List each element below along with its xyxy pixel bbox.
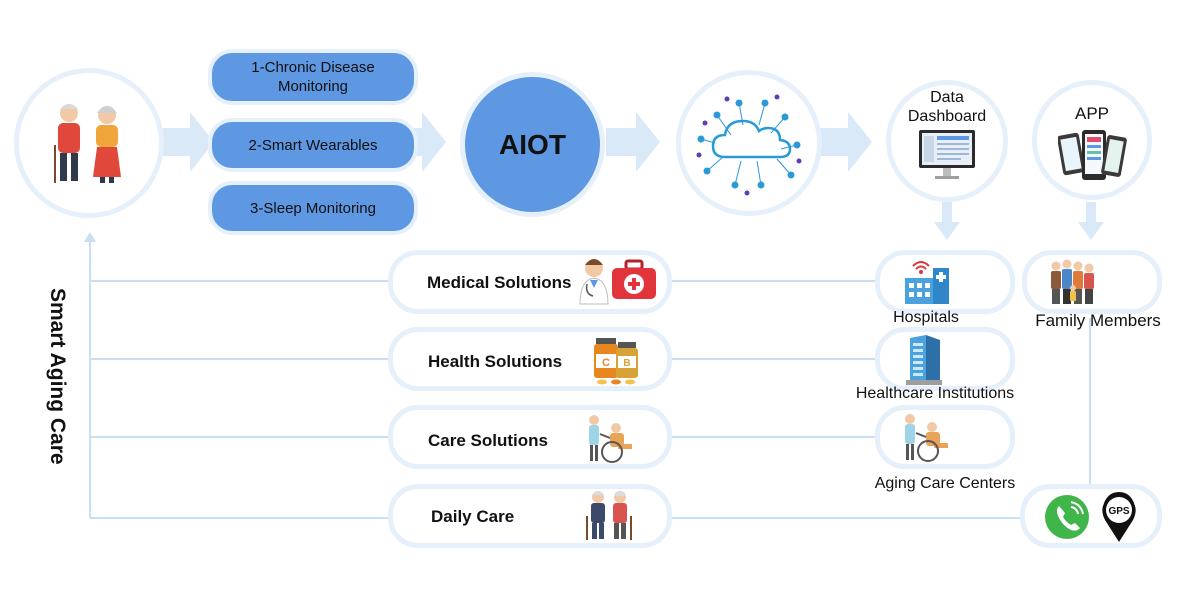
health-solutions-label: Health Solutions	[428, 352, 563, 371]
aging-care-centers-label: Aging Care Centers	[874, 475, 1016, 492]
healthcare-institutions-pill	[875, 327, 1015, 391]
smart-aging-care-title: Smart Aging Care	[46, 287, 69, 465]
data-dashboard-label: Data Dashboard	[907, 89, 987, 125]
vitamin-b-letter: B	[623, 358, 630, 369]
cloud-network-icon	[696, 94, 802, 196]
cloud-circle	[676, 70, 822, 216]
vitamin-c-letter: C	[602, 357, 610, 369]
arrow-elderly-to-monitoring	[160, 112, 214, 172]
phone-call-icon	[1045, 495, 1089, 539]
aiot-circle: AIOT	[460, 72, 605, 217]
family-members-label: Family Members	[1035, 311, 1161, 330]
gps-text: GPS	[1108, 506, 1129, 517]
hospital-icon	[905, 261, 949, 304]
left-up-arrow	[84, 232, 96, 242]
healthcare-institutions-label: Healthcare Institutions	[855, 385, 1015, 402]
chronic-disease-monitoring-pill: 1-Chronic Disease Monitoring	[208, 49, 418, 105]
aging-care-centers-pill	[875, 405, 1015, 469]
elderly-couple-icon	[54, 104, 121, 183]
medical-solutions-pill	[388, 250, 672, 314]
arrow-cloud-to-dashboard	[820, 112, 872, 172]
family-icon	[1051, 259, 1094, 304]
daily-care-label: Daily Care	[431, 507, 515, 526]
monitor-icon	[919, 130, 975, 179]
healthcare-building-icon	[906, 335, 942, 385]
arrow-dashboard-down	[934, 202, 960, 240]
smart-wearables-pill: 2-Smart Wearables	[208, 118, 418, 172]
vitamins-icon: C B	[594, 338, 638, 385]
first-aid-kit-icon	[612, 259, 656, 299]
arrow-monitoring-to-aiot	[414, 112, 446, 172]
elderly-couple-circle	[14, 68, 164, 218]
doctor-icon	[579, 259, 609, 305]
care-solutions-pill	[388, 405, 672, 469]
aging-care-center-icon	[905, 414, 948, 462]
wheelchair-care-icon	[589, 415, 632, 463]
smartphone-app-icon	[1058, 130, 1127, 180]
sleep-monitoring-pill: 3-Sleep Monitoring	[208, 181, 418, 235]
medical-solutions-label: Medical Solutions	[427, 273, 572, 292]
hospitals-label: Hospitals	[893, 309, 959, 326]
chronic-disease-monitoring-label: 1-Chronic Disease Monitoring	[212, 53, 414, 101]
gps-pin-icon: GPS	[1102, 492, 1136, 542]
elderly-pair-icon	[586, 491, 632, 540]
sleep-monitoring-label: 3-Sleep Monitoring	[212, 185, 414, 231]
smart-wearables-label: 2-Smart Wearables	[212, 122, 414, 168]
app-label: APP	[1074, 104, 1110, 123]
phone-gps-pill	[1020, 484, 1162, 548]
care-solutions-label: Care Solutions	[428, 431, 548, 450]
arrow-aiot-to-cloud	[606, 112, 660, 172]
arrow-app-down	[1078, 202, 1104, 240]
